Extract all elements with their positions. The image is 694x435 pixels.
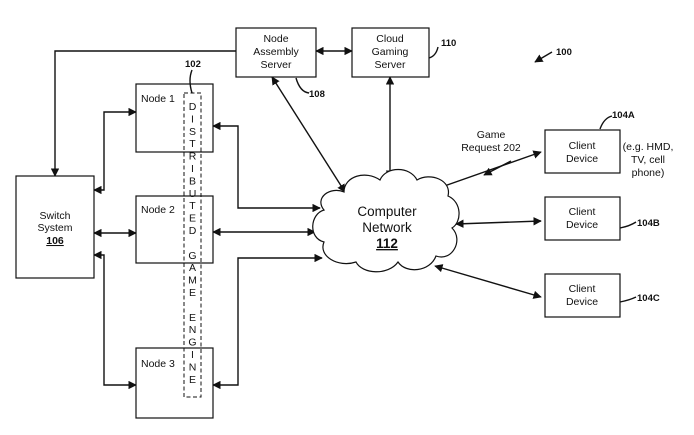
client-device-a-note-line2: TV, cell xyxy=(631,154,665,166)
engine-letter: U xyxy=(189,188,197,200)
connector-nas-switch xyxy=(50,50,236,177)
cloud-gaming-server-ref: 110 xyxy=(441,38,456,49)
game-request-line1: Game xyxy=(477,129,506,141)
client-device-a-note-line1: (e.g. HMD, xyxy=(623,141,674,153)
distributed-game-engine-box xyxy=(183,92,202,398)
node-assembly-server-line1: Node xyxy=(263,33,288,45)
client-device-b: Client Device 104B xyxy=(544,196,660,241)
engine-letter: T xyxy=(189,138,196,150)
engine-letter: E xyxy=(189,374,196,386)
client-device-a-leader xyxy=(599,115,613,130)
engine-letter: G xyxy=(188,250,196,262)
connector-network-clientA xyxy=(432,150,542,192)
cloud-gaming-server-line3: Server xyxy=(375,59,406,71)
figure-ref-arrow xyxy=(534,51,553,63)
computer-network-cloud-shape xyxy=(312,168,460,273)
client-device-a-note-line3: phone) xyxy=(632,167,665,179)
client-device-c-ref: 104C xyxy=(637,293,660,304)
connector-switch-node3 xyxy=(93,250,137,390)
figure-ref-100: 100 xyxy=(534,47,572,63)
cloud-gaming-server-leader xyxy=(428,46,439,59)
node-1: Node 1 xyxy=(135,83,214,153)
switch-system: Switch System 106 xyxy=(15,175,95,279)
cloud-gaming-server-box xyxy=(351,27,430,78)
client-device-c-line2: Device xyxy=(566,296,598,308)
engine-letter: E xyxy=(189,312,196,324)
client-device-c-line1: Client xyxy=(569,283,596,295)
node-assembly-server-box xyxy=(235,27,317,78)
computer-network: Computer Network 112 xyxy=(312,168,460,273)
figure-ref-label: 100 xyxy=(556,47,572,58)
connector-network-clientB xyxy=(455,217,542,228)
connector-switch-node1 xyxy=(93,107,137,195)
cloud-gaming-server-line2: Gaming xyxy=(372,46,409,58)
engine-letter: E xyxy=(189,287,196,299)
engine-letter: D xyxy=(189,101,197,113)
engine-letter: R xyxy=(189,151,197,163)
client-device-a-ref: 104A xyxy=(612,110,635,121)
engine-letter: B xyxy=(189,175,196,187)
client-device-b-leader xyxy=(619,221,637,229)
connector-network-clientC xyxy=(434,264,542,299)
switch-system-ref: 106 xyxy=(46,235,64,247)
distributed-game-engine-ref: 102 xyxy=(185,59,201,70)
game-request-line2: Request 202 xyxy=(461,142,521,154)
client-device-c: Client Device 104C xyxy=(544,273,660,318)
distributed-game-engine-leader xyxy=(189,69,193,94)
engine-letter: E xyxy=(189,213,196,225)
node-2: Node 2 xyxy=(135,195,214,264)
node-assembly-server-ref: 108 xyxy=(309,89,325,100)
node-1-label: Node 1 xyxy=(141,93,175,105)
node-2-box xyxy=(135,195,214,264)
client-device-b-ref: 104B xyxy=(637,218,660,229)
engine-letter: A xyxy=(189,262,196,274)
node-assembly-server-leader xyxy=(295,77,310,94)
switch-system-line2: System xyxy=(37,222,72,234)
client-device-a-line1: Client xyxy=(569,140,596,152)
node-assembly-server-line2: Assembly xyxy=(253,46,299,58)
cloud-gaming-server: Cloud Gaming Server 110 xyxy=(351,27,456,78)
node-assembly-server-line3: Server xyxy=(261,59,292,71)
client-device-b-line1: Client xyxy=(569,206,596,218)
client-device-a-line2: Device xyxy=(566,153,598,165)
node-3-label: Node 3 xyxy=(141,358,175,370)
switch-system-box xyxy=(15,175,95,279)
node-assembly-server: Node Assembly Server 108 xyxy=(235,27,325,100)
node-3: Node 3 xyxy=(135,347,214,419)
engine-letter: I xyxy=(191,163,194,175)
client-device-a: Client Device 104A (e.g. HMD, TV, cell p… xyxy=(544,110,674,179)
game-request-arrow xyxy=(483,160,512,176)
client-device-c-leader xyxy=(619,296,637,303)
engine-letter: N xyxy=(189,324,197,336)
engine-letter: G xyxy=(188,337,196,349)
engine-letter: T xyxy=(189,200,196,212)
client-device-b-line2: Device xyxy=(566,219,598,231)
computer-network-line2: Network xyxy=(362,220,412,235)
connector-node3-network xyxy=(212,253,323,390)
switch-system-line1: Switch xyxy=(40,210,71,222)
client-device-c-box xyxy=(544,273,621,318)
engine-letter: D xyxy=(189,225,197,237)
connectors xyxy=(50,46,542,390)
engine-letter: I xyxy=(191,113,194,125)
cloud-gaming-server-line1: Cloud xyxy=(376,33,404,45)
node-3-box xyxy=(135,347,214,419)
engine-letter: M xyxy=(188,275,197,287)
connector-node1-network xyxy=(212,121,321,213)
client-device-a-box xyxy=(544,129,621,174)
computer-network-line1: Computer xyxy=(357,204,417,219)
node-1-box xyxy=(135,83,214,153)
node-2-label: Node 2 xyxy=(141,204,175,216)
game-request: Game Request 202 xyxy=(461,129,521,154)
engine-letter: N xyxy=(189,361,197,373)
engine-letter: S xyxy=(189,126,196,138)
client-device-b-box xyxy=(544,196,621,241)
engine-letter: I xyxy=(191,349,194,361)
computer-network-ref: 112 xyxy=(376,236,398,251)
